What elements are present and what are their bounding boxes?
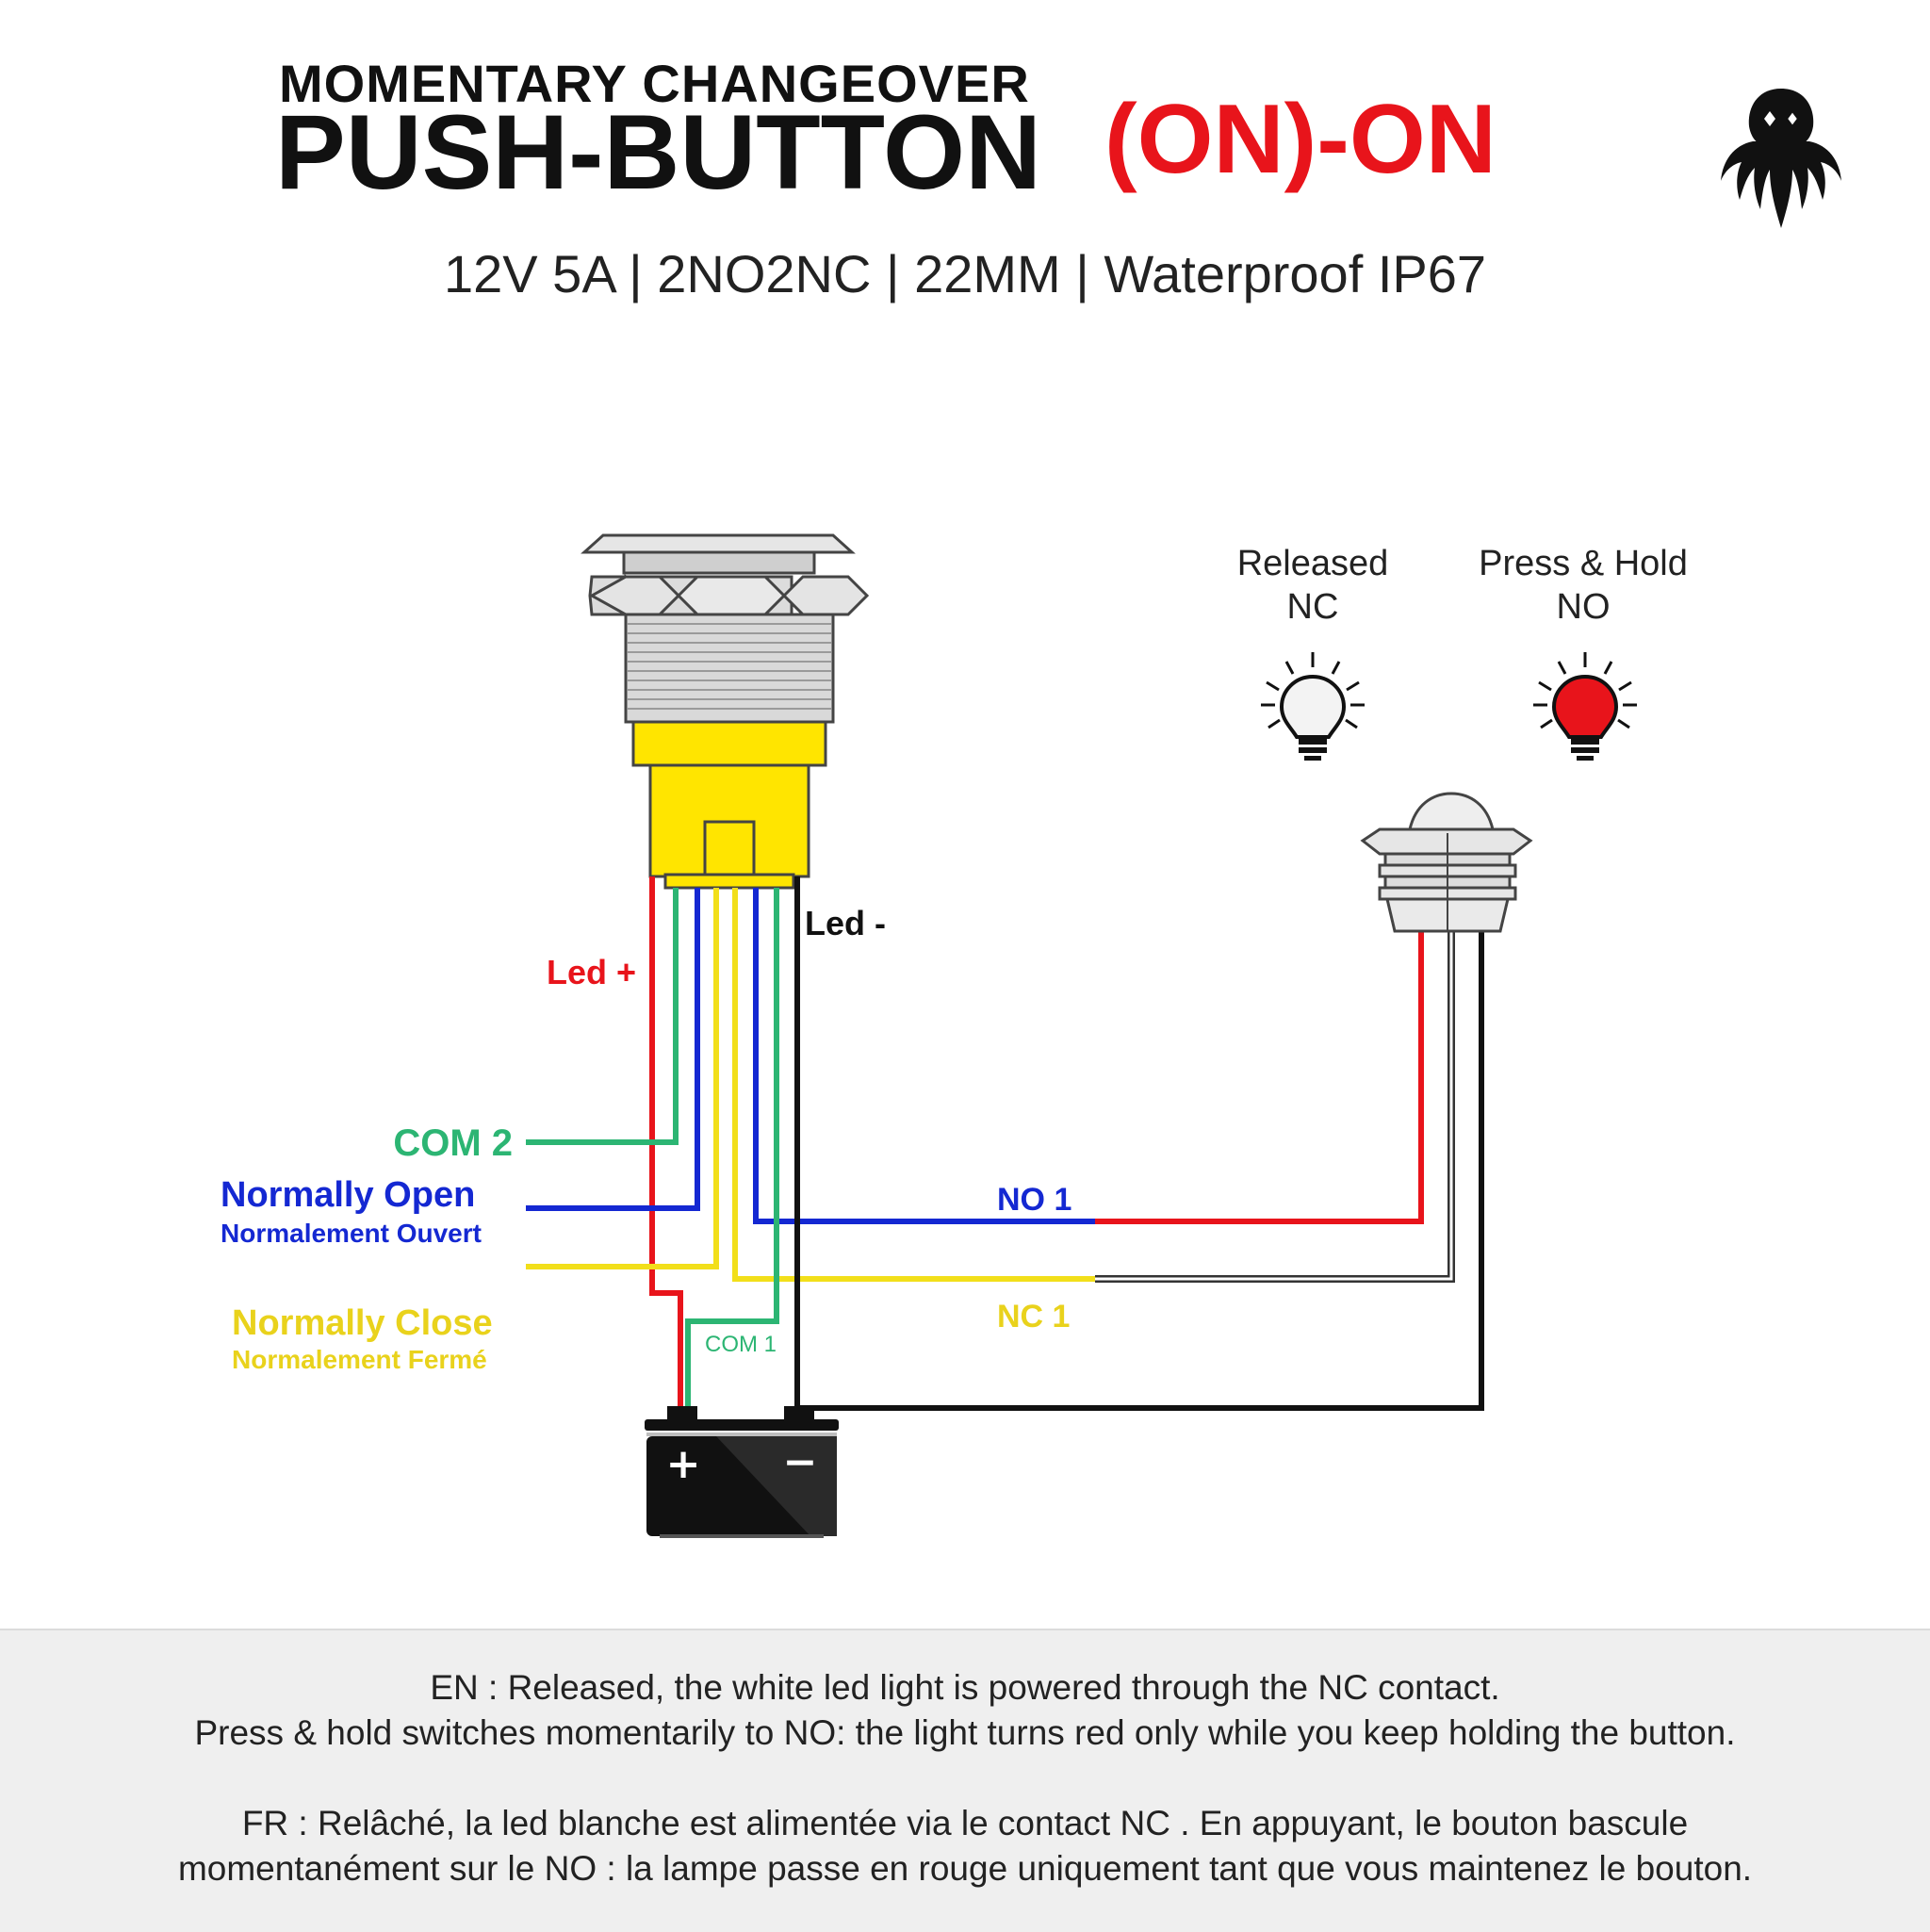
title-subheading: MOMENTARY CHANGEOVER xyxy=(279,54,1030,113)
normally-close-label: Normally Close xyxy=(232,1303,493,1343)
no1-label: NO 1 xyxy=(997,1182,1071,1218)
battery-plus-label: + xyxy=(666,1440,701,1488)
wire-nc1 xyxy=(732,888,1095,1282)
push-button-switch-icon xyxy=(581,533,870,890)
lightbulb-red-icon xyxy=(1533,652,1637,761)
pressed-contact-label: NO xyxy=(1557,587,1611,627)
battery-minus-label: − xyxy=(783,1438,818,1486)
indicator-lamp-icon xyxy=(1360,792,1533,933)
wire-lamp-white-inner xyxy=(1095,931,1453,1281)
nc1-label: NC 1 xyxy=(997,1299,1070,1334)
normally-open-label: Normally Open xyxy=(221,1175,475,1215)
lightbulb-white-icon xyxy=(1261,652,1365,761)
wire-no1 xyxy=(753,888,1095,1224)
led-plus-label: Led + xyxy=(547,953,636,991)
com1-label: COM 1 xyxy=(705,1332,777,1357)
footer-en-line-1: EN : Released, the white led light is po… xyxy=(430,1668,1500,1707)
pressed-label: Press & Hold xyxy=(1479,544,1688,583)
com2-label: COM 2 xyxy=(393,1122,513,1164)
wire-com2 xyxy=(526,888,679,1145)
wire-nc2 xyxy=(526,888,719,1269)
footer-fr-line-1: FR : Relâché, la led blanche est aliment… xyxy=(241,1804,1689,1842)
battery-icon: + − xyxy=(645,1406,839,1538)
wire-lamp-black xyxy=(797,931,1484,1411)
normally-open-fr-label: Normalement Ouvert xyxy=(221,1219,482,1248)
page-title: PUSH-BUTTON xyxy=(275,93,1042,211)
specs-line: 12V 5A | 2NO2NC | 22MM | Waterproof IP67 xyxy=(443,244,1487,303)
wire-lamp-white xyxy=(1095,931,1455,1283)
wire-com1 xyxy=(685,888,779,1416)
wire-led-plus xyxy=(649,876,683,1416)
wire-lamp-red xyxy=(1095,931,1424,1224)
footer-fr-line-2: momentanément sur le NO : la lampe passe… xyxy=(177,1849,1753,1888)
released-label: Released xyxy=(1237,544,1389,583)
footer-description: EN : Released, the white led light is po… xyxy=(0,1629,1930,1932)
octopus-logo-icon xyxy=(1721,89,1841,228)
released-contact-label: NC xyxy=(1287,587,1339,627)
led-minus-label: Led - xyxy=(805,904,886,942)
footer-en-line-2: Press & hold switches momentarily to NO:… xyxy=(194,1713,1736,1752)
mode-label: (ON)-ON xyxy=(1104,85,1497,194)
wire-no2 xyxy=(526,888,700,1211)
wiring-diagram: + − Released NC Press & Hold NO Led + Le… xyxy=(221,533,1688,1538)
normally-close-fr-label: Normalement Fermé xyxy=(232,1345,487,1374)
